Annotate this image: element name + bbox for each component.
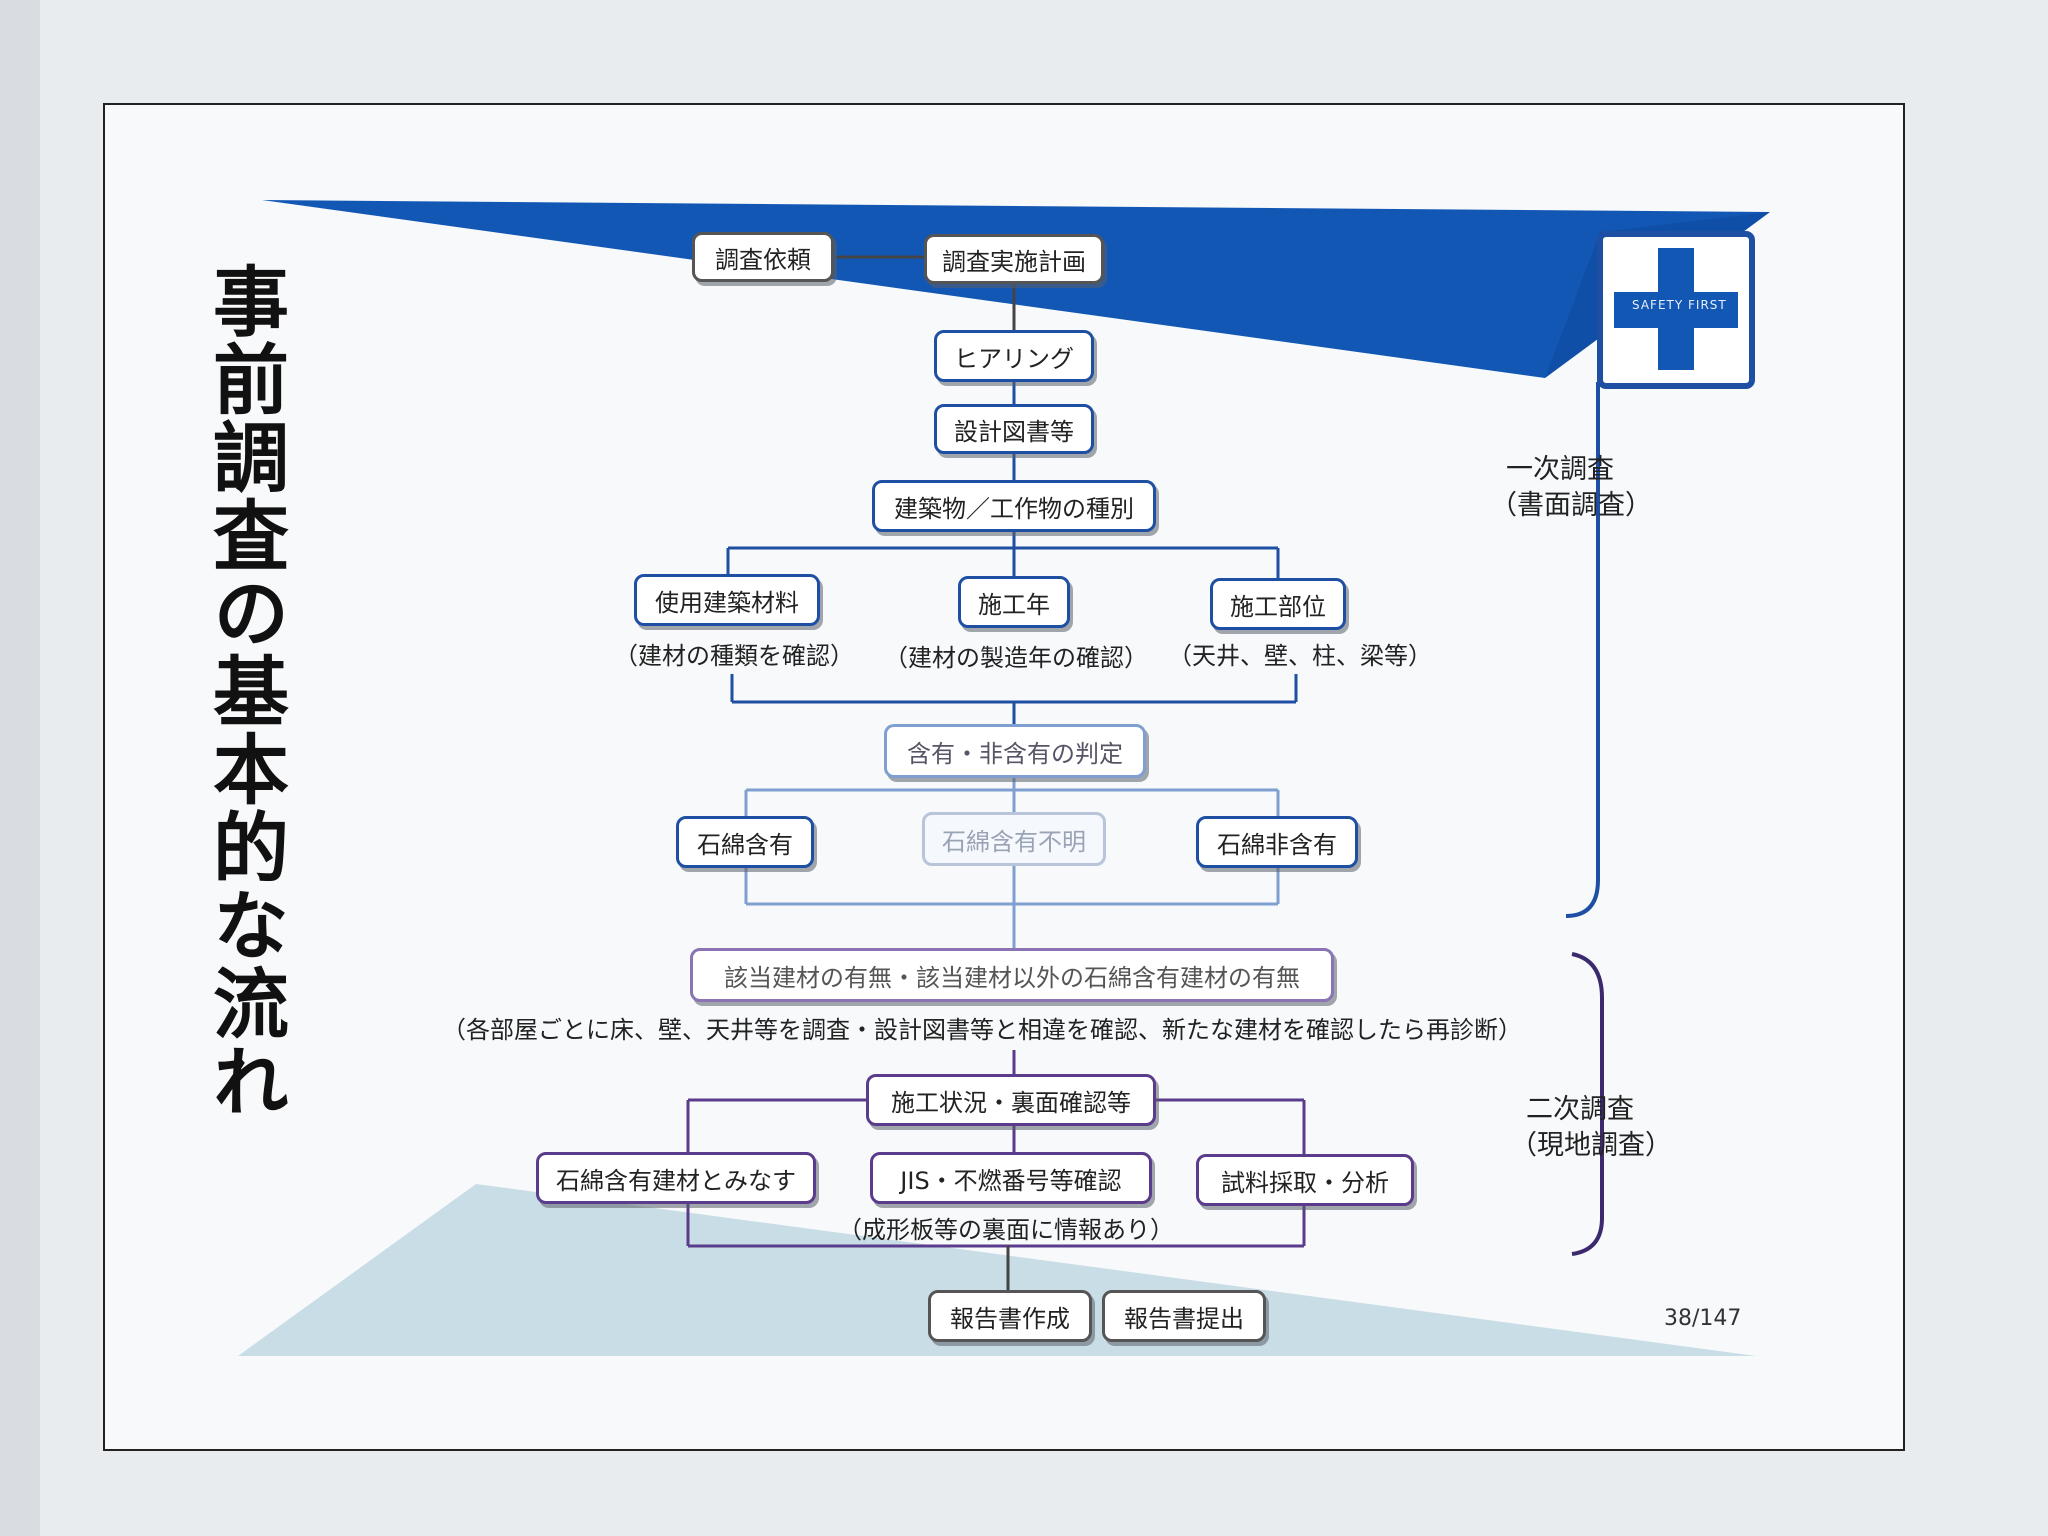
node-hearing: ヒアリング xyxy=(934,330,1094,382)
phase-secondary-label: 二次調査 xyxy=(1526,1094,1634,1125)
blue-banner xyxy=(262,200,1770,378)
page-number: 38/147 xyxy=(1664,1306,1742,1331)
node-building-type: 建築物／工作物の種別 xyxy=(872,480,1156,532)
note-jis: （成形板等の裏面に情報あり） xyxy=(838,1216,1174,1244)
node-contains: 石綿含有 xyxy=(676,816,814,868)
node-site-check: 施工状況・裏面確認等 xyxy=(866,1074,1156,1126)
note-presence: （各部屋ごとに床、壁、天井等を調査・設計図書等と相違を確認、新たな建材を確認した… xyxy=(442,1016,1522,1044)
note-year: （建材の製造年の確認） xyxy=(884,644,1148,672)
node-drawings: 設計図書等 xyxy=(934,404,1094,454)
node-plan: 調査実施計画 xyxy=(924,234,1104,284)
phase-primary: 一次調査 （書面調査） xyxy=(1490,452,1652,524)
node-unknown: 石綿含有不明 xyxy=(922,812,1106,866)
node-deemed: 石綿含有建材とみなす xyxy=(536,1152,816,1204)
note-location: （天井、壁、柱、梁等） xyxy=(1168,642,1432,670)
phase-primary-sub: （書面調査） xyxy=(1490,490,1652,521)
note-materials: （建材の種類を確認） xyxy=(614,642,854,670)
node-not-contains: 石綿非含有 xyxy=(1196,816,1358,868)
secondary-bracket xyxy=(1571,952,1604,1256)
safety-first-logo xyxy=(1597,231,1755,389)
node-sampling: 試料採取・分析 xyxy=(1196,1154,1414,1206)
node-presence: 該当建材の有無・該当建材以外の石綿含有建材の有無 xyxy=(690,948,1334,1002)
logo-caption: SAFETY FIRST xyxy=(1632,298,1727,312)
page-title: 事前調査の基本的な流れ xyxy=(200,262,289,1120)
phase-secondary-sub: （現地調査） xyxy=(1510,1130,1672,1161)
node-report-make: 報告書作成 xyxy=(928,1290,1092,1342)
node-year: 施工年 xyxy=(958,576,1070,628)
phase-secondary: 二次調査 （現地調査） xyxy=(1510,1092,1672,1164)
node-request: 調査依頼 xyxy=(692,232,834,282)
primary-bracket xyxy=(1565,382,1600,918)
node-report-submit: 報告書提出 xyxy=(1102,1290,1266,1342)
teal-band xyxy=(238,1184,1756,1356)
node-materials: 使用建築材料 xyxy=(634,574,820,626)
node-judgement: 含有・非含有の判定 xyxy=(884,724,1146,778)
node-jis: JIS・不燃番号等確認 xyxy=(870,1152,1152,1204)
phase-primary-label: 一次調査 xyxy=(1506,454,1614,485)
node-location: 施工部位 xyxy=(1210,578,1346,630)
